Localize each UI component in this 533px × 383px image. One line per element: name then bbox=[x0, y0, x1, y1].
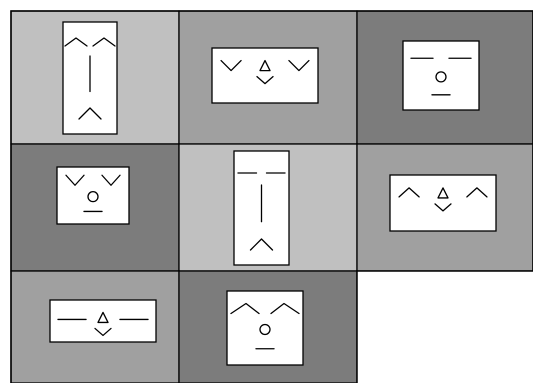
cell-tall-face-flat-eyes bbox=[179, 144, 357, 271]
face-outline bbox=[403, 41, 479, 110]
face-outline bbox=[227, 291, 303, 365]
cell-wide-face-v-eyes bbox=[179, 11, 357, 144]
face-outline bbox=[57, 167, 129, 224]
cell-empty bbox=[357, 271, 533, 383]
cell-square-face-v-eyes bbox=[11, 144, 179, 271]
cell-background bbox=[357, 271, 533, 383]
cell-wide-face-caret-eyes bbox=[357, 144, 533, 271]
face-outline bbox=[390, 175, 496, 231]
face-outline bbox=[212, 48, 318, 103]
cell-square-face-caret-eyes bbox=[179, 271, 357, 383]
cell-tall-face-peaked-brows bbox=[11, 11, 179, 144]
cell-wide-face-flat-eyes bbox=[11, 271, 179, 383]
cell-square-face-flat-eyes bbox=[357, 11, 533, 144]
